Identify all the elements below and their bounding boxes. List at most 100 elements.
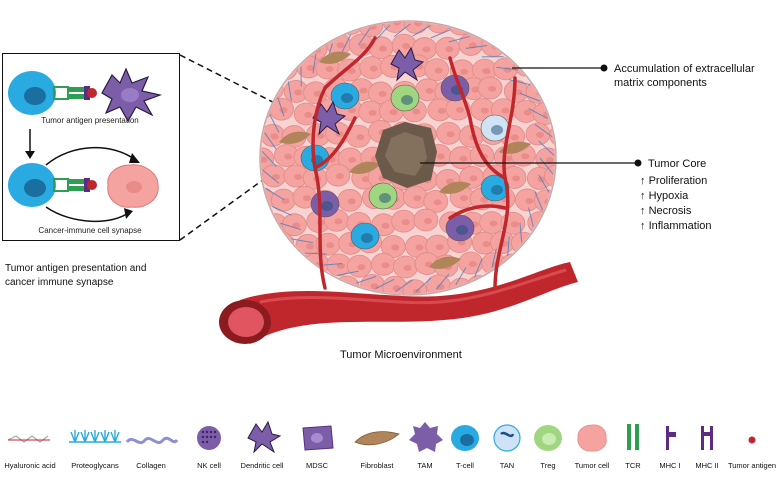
t-cell-icon: [8, 71, 56, 115]
up-arrow-icon: ↑: [640, 205, 649, 217]
collagen-fibre: [496, 66, 519, 71]
collagen-fibre: [265, 188, 285, 201]
legend-label: Treg: [540, 461, 556, 470]
tam-cell: [445, 214, 475, 242]
inset-caption: Tumor antigen presentation and cancer im…: [5, 262, 205, 290]
collagen-fibre: [415, 277, 432, 293]
legend-label: TCR: [625, 461, 641, 470]
tumor-cell: [426, 22, 452, 34]
collagen-fibre: [448, 35, 470, 43]
legend-label: MDSC: [305, 461, 329, 470]
collagen-fibre: [474, 258, 483, 278]
ecm-line-1: Accumulation of extracellular: [614, 63, 755, 75]
collagen-fibre: [291, 238, 314, 244]
t-cell-cell: [480, 174, 510, 202]
collagen-fibre: [539, 157, 554, 175]
tcr-icon: [53, 86, 69, 100]
fibroblast: [429, 256, 461, 269]
collagen-fibre: [534, 191, 543, 211]
t-cell-icon: [8, 163, 56, 207]
collagen-fibre: [320, 263, 343, 266]
tan-cell: [480, 114, 510, 142]
fibroblast: [439, 181, 471, 194]
collagen-fibre: [519, 92, 541, 102]
tumor-cell-icon: [107, 164, 159, 208]
up-arrow-icon: ↑: [640, 175, 649, 187]
collagen-fibre: [341, 34, 352, 53]
diagram-title: Tumor Microenvironment: [340, 349, 462, 361]
legend-label: T-cell: [456, 461, 474, 470]
treg-cell: [368, 182, 398, 210]
legend-label: Proteoglycans: [71, 461, 119, 470]
t-cell-cell: [330, 82, 360, 110]
mdsc-icon: [302, 425, 334, 451]
t-cell-cell: [350, 222, 380, 250]
collagen-fibre: [528, 107, 548, 119]
fibroblast: [279, 131, 311, 144]
legend-label: Tumor cell: [574, 461, 610, 470]
legend-label: Fibroblast: [360, 461, 394, 470]
collagen-fibre: [304, 252, 327, 255]
necrotic-core: [375, 122, 437, 188]
tam-icon: [409, 422, 443, 452]
collagen-fibre: [287, 81, 292, 101]
cancer-immune-synapse-label: Cancer-immune cell synapse: [38, 226, 142, 235]
up-arrow-icon: ↑: [640, 190, 649, 202]
collagen-fibre: [430, 29, 451, 39]
collagen-fibre: [508, 79, 531, 86]
dendritic-cell: [390, 46, 425, 82]
collagen-fibre: [312, 53, 317, 74]
collagen-fibre: [337, 270, 359, 276]
collagen-fibre: [395, 279, 413, 292]
legend-label: TAM: [417, 461, 433, 470]
collagen-fibre: [491, 248, 497, 268]
collagen-fibre: [261, 150, 277, 167]
legend-label: Tumor antigen: [727, 461, 777, 470]
collagen-fibre: [355, 275, 377, 284]
fibroblast: [499, 141, 531, 154]
caption-line-2: cancer immune synapse: [5, 277, 114, 288]
tumor-core-annotation: Tumor Core: [648, 157, 706, 172]
dendritic-cell-icon: [247, 420, 282, 454]
up-arrow-icon: ↑: [640, 220, 649, 232]
treg-cell: [390, 84, 420, 112]
collagen-fibre: [534, 123, 553, 138]
tumor-core-item: ↑ Necrosis: [640, 204, 712, 219]
mhc-ii-icon: [701, 426, 713, 450]
tumor-core-item: ↑ Inflammation: [640, 219, 712, 234]
tumor-antigen-icon: [748, 436, 756, 444]
t-cell-icon: [451, 425, 479, 451]
dendritic-cell-icon: [101, 67, 163, 123]
legend-label: TAN: [499, 461, 515, 470]
fibroblast: [349, 161, 381, 174]
tumor-core-item: ↑ Hypoxia: [640, 189, 712, 204]
collagen-fibre: [358, 28, 371, 46]
mhc-i-icon: [666, 426, 676, 450]
legend-label: NK cell: [197, 461, 221, 470]
collagen-fibre: [528, 207, 534, 227]
fibroblast: [319, 51, 351, 64]
collagen-fibre: [375, 278, 395, 290]
tumor-core-item-label: Necrosis: [648, 205, 692, 217]
collagen-fibre: [271, 205, 292, 216]
collagen-fibre: [264, 132, 277, 150]
tcr-icon: [627, 424, 639, 450]
treg-icon: [534, 425, 562, 451]
collagen-fibre: [519, 222, 523, 243]
ecm-line-2: matrix components: [614, 77, 707, 89]
ecm-annotation: Accumulation of extracellular matrix com…: [614, 62, 755, 90]
caption-line-1: Tumor antigen presentation and: [5, 263, 147, 274]
collagen-icon: [125, 436, 179, 445]
collagen-fibre: [412, 25, 431, 37]
tumor-core-list: ↑ Proliferation↑ Hypoxia↑ Necrosis↑ Infl…: [640, 174, 712, 234]
tumor-cell-icon: [577, 424, 607, 452]
antigen-presentation-diagram: [8, 67, 163, 223]
legend-label: Collagen: [136, 461, 166, 470]
tumor-core-title: Tumor Core: [648, 158, 707, 170]
legend-label: Dendritic cell: [240, 461, 284, 470]
collagen-fibre: [277, 97, 285, 117]
collagen-fibre: [269, 114, 280, 133]
collagen-fibre: [507, 236, 510, 256]
collagen-fibre: [375, 24, 391, 40]
